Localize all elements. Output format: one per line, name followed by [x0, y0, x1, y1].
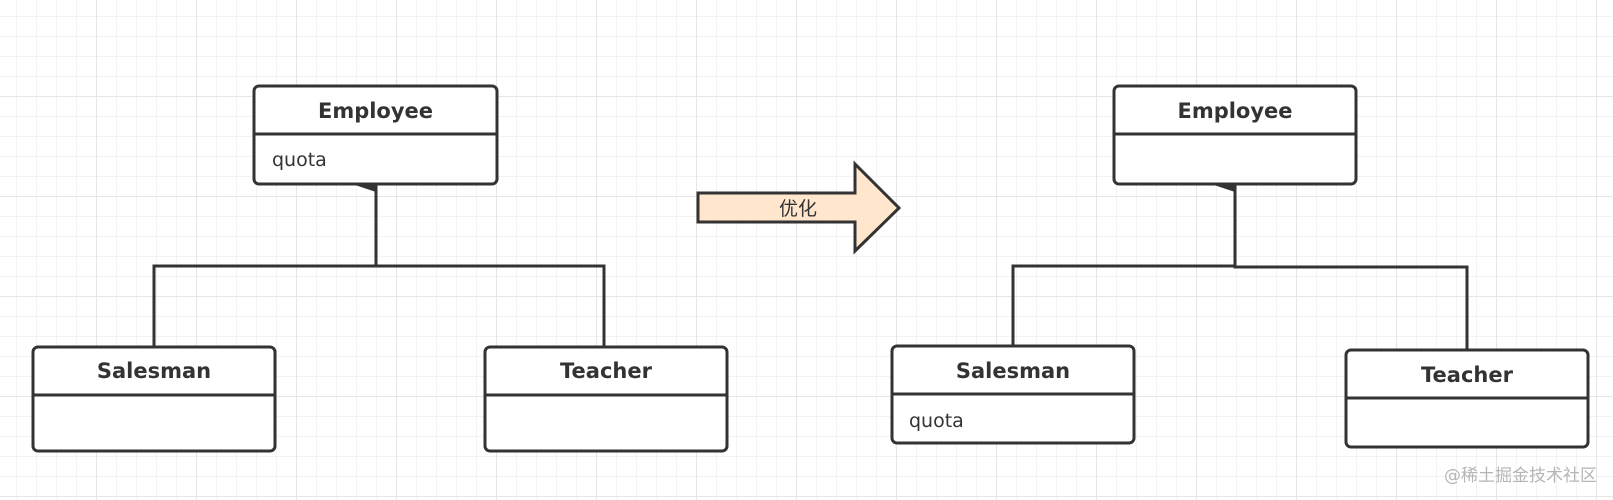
after-diagram: Employee Salesman quota Teacher — [890, 84, 1590, 449]
class-name: Employee — [318, 99, 433, 123]
class-name: Salesman — [97, 359, 211, 383]
before-inheritance-connector — [152, 178, 606, 347]
after-left-branch-line — [1011, 264, 1235, 347]
after-inheritance-connector — [1011, 178, 1469, 350]
class-box — [483, 345, 729, 453]
class-attribute: quota — [909, 410, 964, 432]
optimize-arrow-label: 优化 — [779, 198, 817, 220]
before-diagram: Employee quota Salesman Teacher — [31, 84, 729, 453]
optimize-arrow[interactable]: 优化 — [696, 160, 902, 255]
class-box — [31, 345, 277, 453]
class-name: Teacher — [1421, 363, 1514, 387]
after-employee-class[interactable]: Employee — [1112, 84, 1358, 186]
class-name: Teacher — [560, 359, 653, 383]
class-attribute: quota — [272, 149, 327, 171]
block-arrow-right-icon — [696, 160, 902, 255]
class-name: Salesman — [956, 359, 1070, 383]
after-teacher-class[interactable]: Teacher — [1344, 348, 1590, 449]
before-employee-class[interactable]: Employee quota — [252, 84, 499, 186]
before-teacher-class[interactable]: Teacher — [483, 345, 729, 453]
before-subclass-branch-line — [152, 264, 606, 347]
after-salesman-class[interactable]: Salesman quota — [890, 344, 1136, 445]
after-right-branch-line — [1233, 265, 1469, 350]
before-salesman-class[interactable]: Salesman — [31, 345, 277, 453]
watermark-text: @稀土掘金技术社区 — [1444, 466, 1597, 486]
class-name: Employee — [1177, 99, 1292, 123]
